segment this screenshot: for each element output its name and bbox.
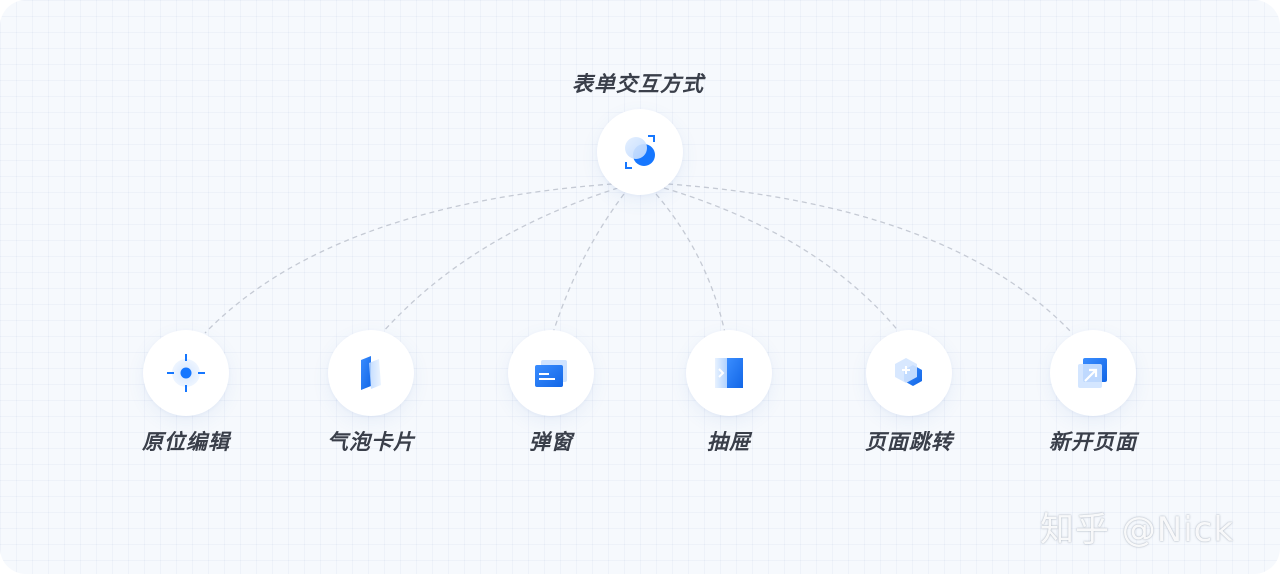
target-crosshair-icon: [167, 354, 205, 392]
connector-root-to-dialog: [552, 193, 625, 334]
node-new-page[interactable]: [1050, 330, 1136, 416]
root-label: 表单交互方式: [572, 72, 704, 96]
drawer-panel-icon: [715, 358, 743, 388]
node-drawer[interactable]: [686, 330, 772, 416]
label-new-page: 新开页面: [1049, 430, 1137, 454]
connector-root-to-new-page: [667, 183, 1073, 334]
root-node[interactable]: [597, 109, 683, 195]
label-inplace-edit: 原位编辑: [142, 430, 230, 454]
connector-root-to-page-jump: [663, 187, 901, 334]
connector-root-to-inplace-edit: [204, 183, 613, 334]
connector-root-to-drawer: [655, 193, 726, 334]
connector-root-to-bubble-card: [381, 187, 619, 334]
label-drawer: 抽屉: [707, 430, 751, 454]
new-page-arrow-icon: [1078, 358, 1107, 388]
label-bubble-card: 气泡卡片: [327, 430, 415, 454]
bubble-card-icon: [361, 356, 381, 390]
dialog-window-icon: [535, 360, 567, 387]
node-page-jump[interactable]: [866, 330, 952, 416]
node-inplace-edit[interactable]: [143, 330, 229, 416]
overlap-circles-icon: [625, 135, 655, 169]
node-bubble-card[interactable]: [328, 330, 414, 416]
label-page-jump: 页面跳转: [865, 430, 953, 454]
watermark-text: 知乎 @Nick: [1040, 510, 1235, 550]
node-dialog[interactable]: [508, 330, 594, 416]
label-dialog: 弹窗: [529, 430, 573, 454]
hexagon-jump-icon: [895, 358, 922, 386]
